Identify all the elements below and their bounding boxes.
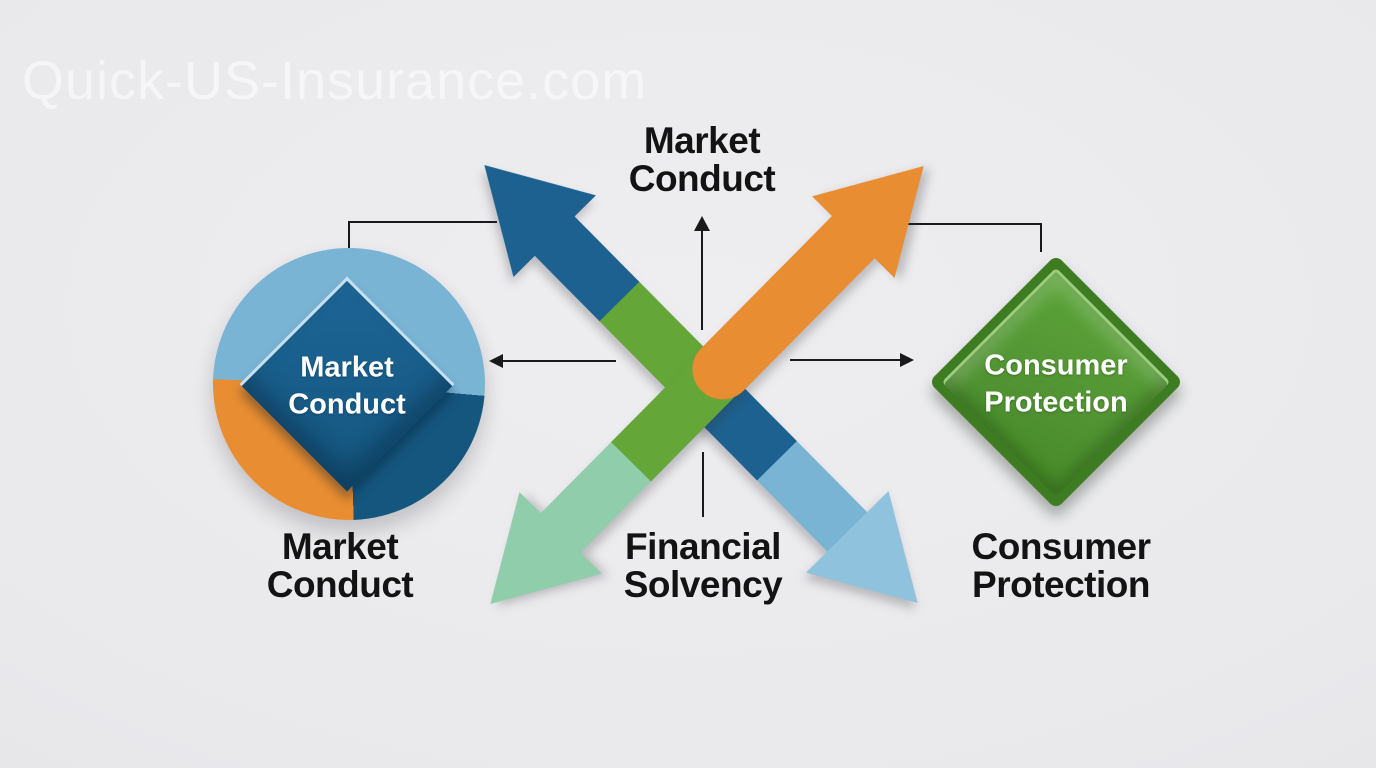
arrow-up-icon xyxy=(694,216,710,231)
axis-right-line xyxy=(790,359,902,361)
label-top-line1: Market xyxy=(643,120,761,161)
circle-badge-line1: Market xyxy=(300,351,394,384)
label-financial-solvency: Financial Solvency xyxy=(553,528,853,604)
label-bottom-market-conduct: Market Conduct xyxy=(190,528,490,604)
label-bottom-center-line1: Financial xyxy=(625,526,781,567)
watermark-text: Quick-US-Insurance.com xyxy=(22,51,648,111)
connector-circle-vertical xyxy=(348,221,350,252)
market-conduct-circle-badge: Market Conduct xyxy=(213,248,485,520)
diamond-badge-label: Consumer Protection xyxy=(977,305,1136,464)
label-bottom-center-line2: Solvency xyxy=(623,564,783,605)
label-bottom-right-line2: Protection xyxy=(972,564,1150,605)
circle-badge-line2: Conduct xyxy=(288,388,406,421)
connector-diamond-vertical xyxy=(1040,223,1042,252)
diamond-badge-line2: Protection xyxy=(984,386,1128,419)
consumer-protection-diamond-badge: Consumer Protection xyxy=(928,254,1184,510)
label-top-line2: Conduct xyxy=(628,158,776,199)
axis-down-line xyxy=(702,452,704,517)
orange-shaft-segment xyxy=(680,207,884,412)
market-conduct-inner-diamond: Market Conduct xyxy=(239,276,455,492)
label-consumer-protection: Consumer Protection xyxy=(911,528,1211,604)
connector-circle-horizontal xyxy=(348,221,497,223)
label-bottom-left-line2: Conduct xyxy=(266,564,414,605)
consumer-protection-diamond-face: Consumer Protection xyxy=(941,267,1171,497)
diamond-badge-line1: Consumer xyxy=(984,349,1128,382)
axis-up-line xyxy=(701,231,703,330)
axis-left-line xyxy=(501,360,616,362)
arrow-left-icon xyxy=(489,354,503,368)
circle-badge-label: Market Conduct xyxy=(273,312,422,461)
label-bottom-right-line1: Consumer xyxy=(971,526,1151,567)
label-top-market-conduct: Market Conduct xyxy=(552,122,852,198)
connector-diamond-horizontal xyxy=(905,223,1042,225)
arrow-right-icon xyxy=(900,353,914,367)
label-bottom-left-line1: Market xyxy=(281,526,399,567)
